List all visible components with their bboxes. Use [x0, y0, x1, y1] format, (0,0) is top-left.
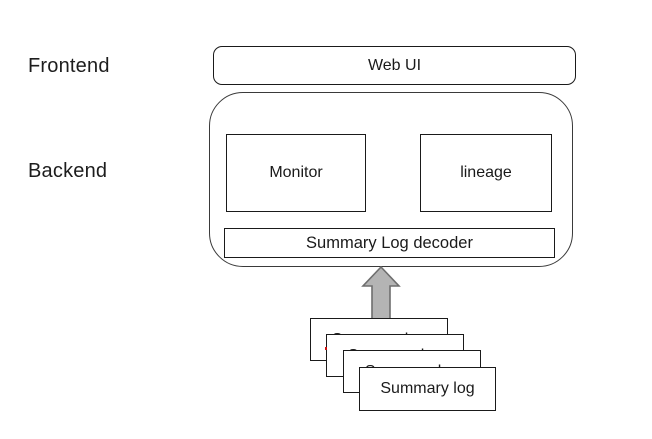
red-speck — [325, 347, 327, 350]
lineage-label: lineage — [460, 164, 512, 181]
up-arrow-icon — [361, 265, 401, 320]
backend-lane-label: Backend — [28, 160, 108, 182]
web-ui-node: Web UI — [213, 46, 576, 85]
summary-log-label: Summary log — [380, 380, 475, 397]
monitor-node: Monitor — [226, 134, 366, 212]
web-ui-label: Web UI — [367, 56, 422, 74]
monitor-label: Monitor — [269, 164, 323, 181]
summary-log-decoder-label: Summary Log decoder — [306, 233, 473, 252]
summary-log-decoder-node: Summary Log decoder — [224, 228, 555, 258]
lineage-node: lineage — [420, 134, 552, 212]
summary-log-card-front: Summary log — [359, 367, 496, 411]
frontend-lane-label: Frontend — [28, 55, 110, 77]
